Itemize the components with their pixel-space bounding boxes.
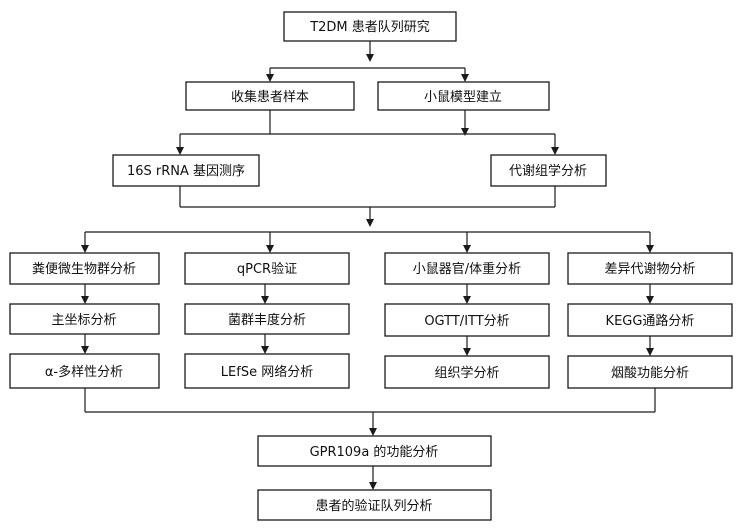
node-histology-label: 组织学分析: [434, 365, 499, 381]
node-rrna-seq-label: 16S rRNA 基因测序: [127, 164, 245, 179]
node-niacin: 烟酸功能分析: [567, 355, 733, 389]
node-ogtt-itt-label: OGTT/ITT分析: [424, 314, 509, 329]
node-root-label: T2DM 患者队列研究: [309, 20, 430, 35]
node-lefse: LEfSe 网络分析: [184, 353, 350, 389]
node-abundance: 菌群丰度分析: [184, 303, 350, 335]
node-validation: 患者的验证队列分析: [257, 489, 492, 521]
node-metabolomics: 代谢组学分析: [490, 154, 607, 187]
node-mouse-model-label: 小鼠模型建立: [424, 90, 502, 105]
node-pcoa-label: 主坐标分析: [51, 313, 116, 328]
node-fecal-microbiota-label: 粪便微生物群分析: [32, 262, 136, 277]
node-pcoa: 主坐标分析: [9, 303, 160, 335]
node-collect-samples-label: 收集患者样本: [231, 89, 309, 105]
node-rrna-seq: 16S rRNA 基因测序: [112, 154, 260, 187]
node-collect-samples: 收集患者样本: [185, 81, 355, 111]
node-ogtt-itt: OGTT/ITT分析: [384, 303, 550, 337]
node-root: T2DM 患者队列研究: [283, 11, 457, 42]
node-alpha-diversity-label: α-多样性分析: [45, 364, 123, 380]
node-niacin-label: 烟酸功能分析: [611, 366, 689, 381]
node-validation-label: 患者的验证队列分析: [315, 498, 432, 514]
node-organ-weight-label: 小鼠器官/体重分析: [413, 261, 521, 277]
node-alpha-diversity: α-多样性分析: [9, 353, 160, 389]
node-abundance-label: 菌群丰度分析: [228, 312, 306, 328]
node-qpcr-label: qPCR验证: [237, 261, 297, 277]
node-gpr109a: GPR109a 的功能分析: [257, 435, 492, 467]
node-lefse-label: LEfSe 网络分析: [221, 364, 313, 380]
node-qpcr: qPCR验证: [184, 252, 350, 285]
connectors: [81, 41, 656, 490]
node-kegg-label: KEGG通路分析: [606, 313, 695, 329]
node-histology: 组织学分析: [384, 355, 550, 389]
node-mouse-model: 小鼠模型建立: [377, 81, 550, 111]
node-diff-metabolite: 差异代谢物分析: [567, 252, 733, 285]
node-diff-metabolite-label: 差异代谢物分析: [604, 261, 695, 277]
node-fecal-microbiota: 粪便微生物群分析: [9, 252, 160, 285]
node-metabolomics-label: 代谢组学分析: [509, 163, 587, 179]
node-kegg: KEGG通路分析: [567, 303, 733, 337]
node-gpr109a-label: GPR109a 的功能分析: [310, 444, 439, 460]
node-organ-weight: 小鼠器官/体重分析: [384, 252, 550, 285]
